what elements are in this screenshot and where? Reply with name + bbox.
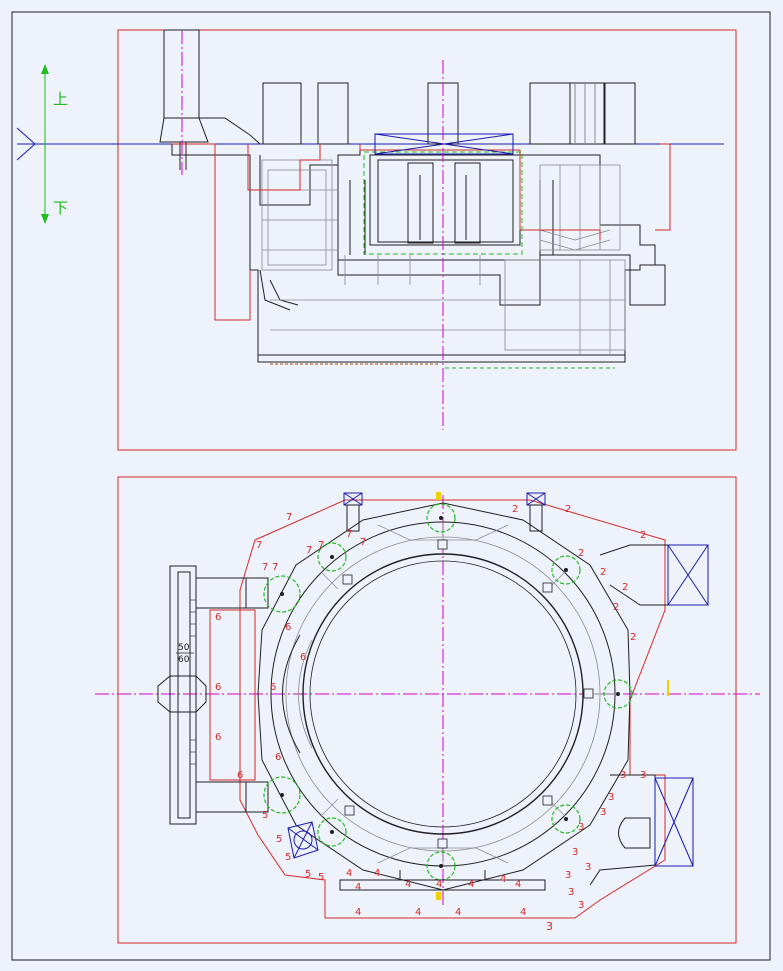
up-arrow-icon	[41, 64, 49, 74]
thickness-label: 7	[318, 540, 324, 551]
thickness-label: 4	[515, 879, 521, 890]
sprue	[159, 29, 209, 170]
thickness-label: 2	[640, 530, 646, 541]
runner	[199, 117, 261, 145]
thickness-label: 7	[262, 562, 268, 573]
yellow-marker-bottom	[436, 892, 441, 900]
thickness-label: 3	[568, 887, 574, 898]
thickness-label: 7	[346, 529, 352, 540]
thickness-label: 4	[355, 882, 361, 893]
ring-left-boss-inner	[298, 639, 313, 749]
elevation-view: 上 下	[16, 29, 737, 451]
right-feeder-lower-cross	[654, 777, 694, 867]
bottom-dimension-label: 3	[546, 920, 553, 933]
thickness-label: 2	[578, 548, 584, 559]
thickness-label: 6	[215, 682, 221, 693]
thickness-label: 3	[600, 807, 606, 818]
thickness-label: 3	[608, 792, 614, 803]
thickness-label: 2	[613, 602, 619, 613]
thickness-label: 7	[360, 537, 366, 548]
thickness-label: 4	[500, 874, 506, 885]
thickness-label: 2	[512, 504, 518, 515]
thickness-label: 6	[237, 770, 243, 781]
thickness-label: 3	[620, 770, 626, 781]
scale-ticks	[190, 599, 196, 765]
plan-view: 50 60	[95, 476, 760, 944]
thickness-label: 3	[578, 900, 584, 911]
right-feeder-upper-cross	[667, 544, 709, 606]
thickness-label: 4	[468, 879, 474, 890]
ring-bore-circle	[309, 560, 577, 828]
scale-label-bottom: 60	[178, 655, 190, 665]
top-riser-stems	[346, 504, 543, 532]
thickness-label: 4	[405, 879, 411, 890]
thickness-label: 7	[256, 540, 262, 551]
up-label: 上	[53, 90, 68, 108]
pattern-outline-red	[172, 143, 671, 321]
thickness-label: 3	[585, 862, 591, 873]
elevation-frame	[117, 29, 737, 451]
plan-frame	[117, 476, 737, 944]
thickness-label: 7	[272, 562, 278, 573]
thickness-label: 2	[630, 632, 636, 643]
outer-border	[11, 11, 771, 961]
parting-line-marker	[16, 127, 36, 161]
ring-left-boss	[282, 634, 301, 754]
pattern-outline-red-plan	[239, 499, 666, 919]
thickness-label: 3	[572, 847, 578, 858]
casting-outline	[171, 144, 666, 363]
left-runner-assembly	[157, 565, 269, 825]
lower-left-feeder-blue	[287, 821, 319, 859]
right-feeder-upper	[599, 544, 669, 606]
thickness-label: 6	[285, 622, 291, 633]
blue-gate	[374, 133, 514, 155]
thickness-label: 5	[305, 869, 311, 880]
right-feeder-lower	[589, 774, 656, 886]
thickness-label: 6	[215, 732, 221, 743]
thickness-label: 3	[578, 822, 584, 833]
thickness-label: 2	[622, 582, 628, 593]
thickness-label: 4	[374, 868, 380, 879]
thickness-label: 5	[276, 834, 282, 845]
inner-ribs	[342, 539, 594, 849]
thickness-label: 5	[285, 852, 291, 863]
thickness-label: 6	[270, 682, 276, 693]
ring-inner-circle	[302, 553, 584, 835]
thickness-label: 4	[436, 879, 442, 890]
risers	[262, 82, 636, 145]
thickness-label: 3	[565, 870, 571, 881]
thickness-label: 3	[640, 770, 646, 781]
chill-circles	[263, 503, 633, 881]
down-label: 下	[53, 199, 68, 217]
thickness-label: 6	[275, 752, 281, 763]
thickness-label: 6	[300, 652, 306, 663]
core-chills	[407, 162, 481, 244]
thickness-label: 5	[318, 872, 324, 883]
chill-centers	[280, 516, 620, 868]
side-feeder-frame-red	[209, 609, 256, 781]
thickness-label: 7	[306, 545, 312, 556]
bottom-runner	[339, 870, 546, 891]
thickness-label: 4	[415, 907, 421, 918]
thickness-label: 2	[600, 567, 606, 578]
thickness-label: 4	[455, 907, 461, 918]
thickness-label: 4	[520, 907, 526, 918]
thickness-label: 4	[346, 868, 352, 879]
thickness-label: 5	[262, 810, 268, 821]
thickness-label: 6	[215, 612, 221, 623]
yellow-marker-top	[436, 492, 441, 500]
thickness-label: 4	[355, 907, 361, 918]
thickness-label: 2	[565, 504, 571, 515]
scale-label-top: 50	[178, 643, 190, 653]
thickness-label: 7	[286, 512, 292, 523]
down-arrow-icon	[41, 214, 49, 224]
